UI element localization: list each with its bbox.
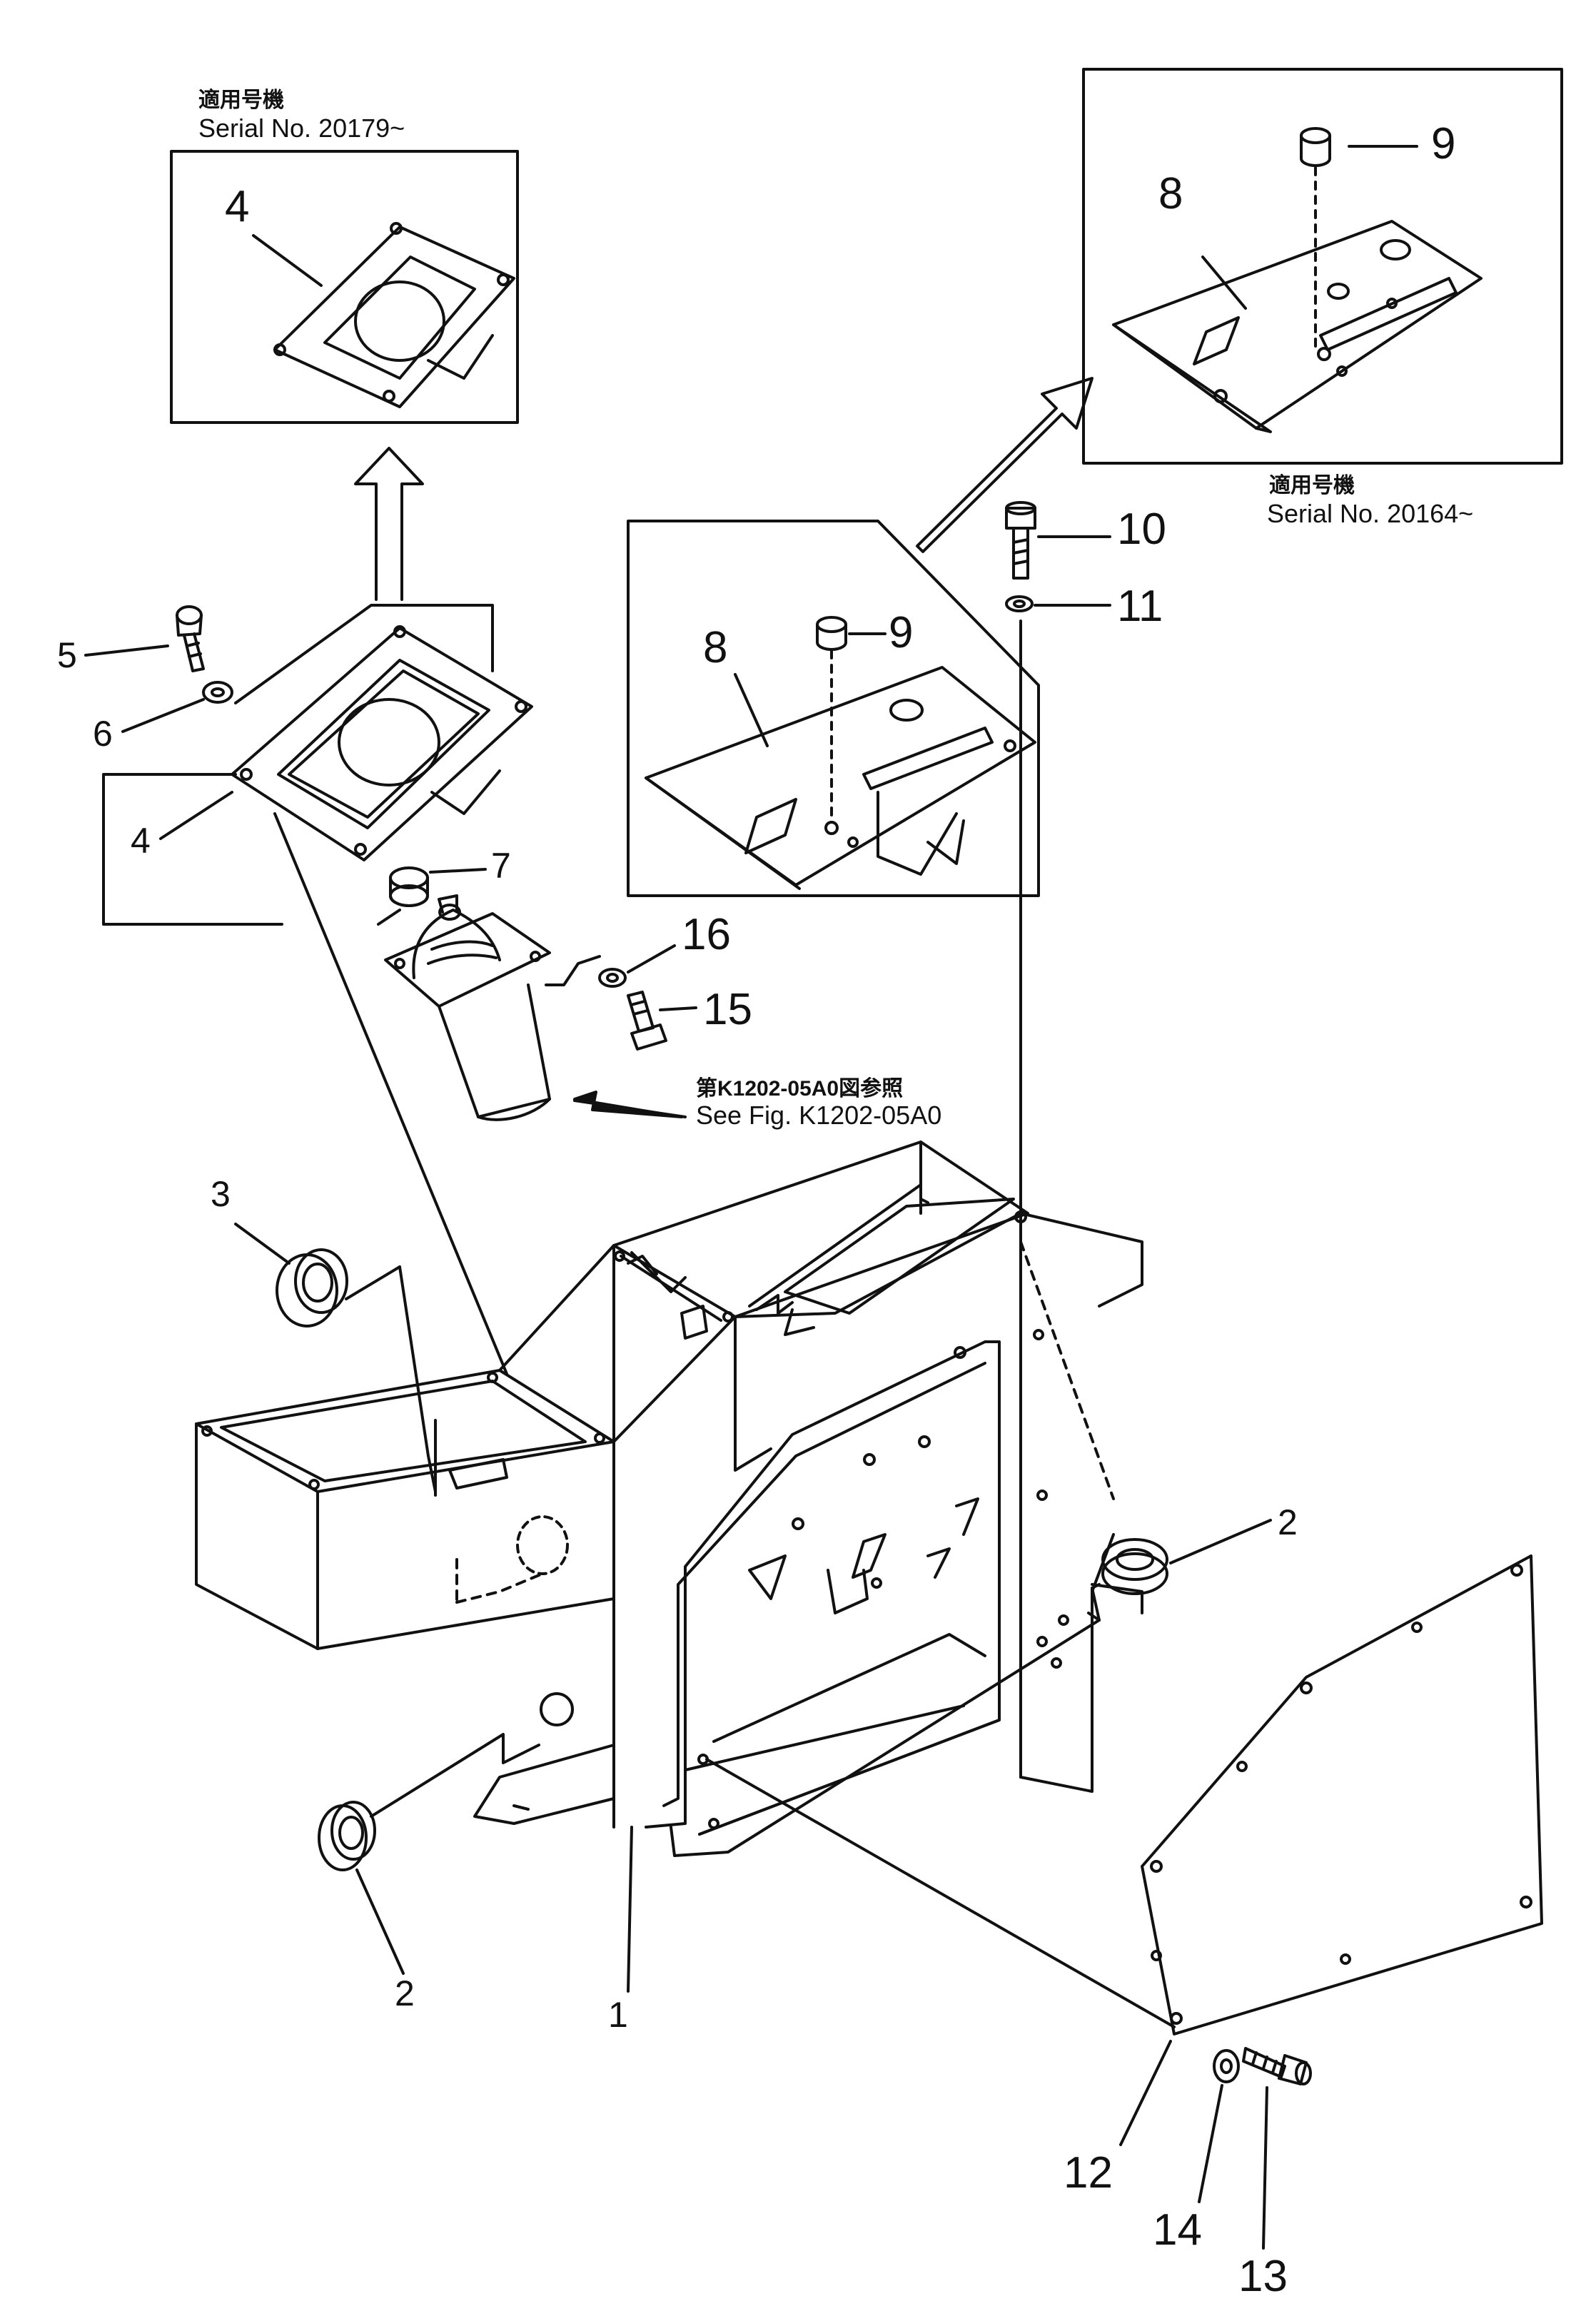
leader-3 (234, 1223, 291, 1265)
inset-left: 適用号機 Serial No. 20179~ 4 (170, 88, 519, 424)
valve-leader-zigzag (545, 955, 601, 986)
callout-2-left: 2 (395, 1973, 415, 2013)
inset-left-serial: Serial No. 20179~ (198, 113, 405, 143)
washer-14 (1213, 2049, 1240, 2083)
control-valve-assembly (384, 894, 551, 1121)
callout-3: 3 (211, 1174, 231, 1214)
grommet-7 (389, 866, 429, 907)
callout-12: 12 (1064, 2148, 1113, 2198)
plug-9 (816, 616, 847, 651)
inset-right: 8 9 適用号機 Serial No. 20164~ (1082, 68, 1563, 528)
leader-12 (1119, 2040, 1172, 2146)
grommet-2-right (1101, 1538, 1168, 1595)
axis-side-cover (705, 1758, 1176, 2028)
leader-6 (121, 698, 205, 733)
control-cover-plate (645, 666, 1036, 890)
axis-grommet-2-left (370, 1733, 540, 1818)
leader-4 (159, 791, 233, 840)
plate-group: 8 9 (627, 520, 1040, 897)
leader-16 (627, 944, 676, 974)
inset-right-callout-8: 8 (1158, 169, 1183, 218)
callout-11: 11 (1117, 582, 1163, 631)
reference-leader (573, 1099, 687, 1118)
callout-10: 10 (1117, 505, 1166, 554)
bolt-13 (1242, 2047, 1312, 2085)
leader-15 (659, 1006, 697, 1011)
callout-6: 6 (93, 714, 113, 754)
callout-16: 16 (682, 910, 731, 959)
inset-left-leader (252, 234, 323, 287)
leader-13 (1262, 2086, 1268, 2250)
leader-14 (1198, 2084, 1223, 2203)
grommet-3 (276, 1248, 348, 1328)
washer-16 (598, 968, 627, 988)
callout-2-right: 2 (1278, 1502, 1298, 1542)
washer-11-hole (1013, 600, 1026, 608)
washer-14-hole (1220, 2058, 1233, 2074)
inset-left-label-jp: 適用号機 (198, 88, 284, 112)
callout-1: 1 (608, 1995, 628, 2035)
axis-grommet-3 (345, 1265, 401, 1300)
leader-2-right (1169, 1519, 1272, 1564)
inset-left-callout-4: 4 (225, 182, 249, 231)
leader-1 (627, 1826, 633, 1993)
inset-left-frame (170, 150, 519, 424)
washer-6 (202, 681, 233, 704)
inset-right-frame (1082, 68, 1563, 465)
axis-boot-plate (273, 812, 508, 1375)
inset-right-label-jp: 適用号機 (1269, 473, 1355, 497)
console-frame (195, 1141, 1143, 1857)
arrow-to-inset-right (916, 377, 1094, 553)
bracket-top (234, 604, 494, 704)
leader-7 (429, 868, 487, 874)
callout-7: 7 (491, 846, 511, 886)
boot-plate-variant (273, 222, 515, 408)
leader-2-left (355, 1868, 405, 1975)
leader-5 (84, 644, 169, 657)
grommet-2-left (318, 1801, 376, 1871)
inset-right-serial: Serial No. 20164~ (1267, 499, 1473, 528)
arrow-to-inset-left (354, 447, 424, 601)
bracket-left (102, 773, 401, 926)
axis-grommet-3-down (398, 1265, 437, 1493)
side-cover-12 (1141, 1554, 1543, 2036)
axis-dashed-right (1019, 1240, 1115, 1500)
callout-4: 4 (131, 821, 151, 861)
callout-14: 14 (1153, 2205, 1202, 2255)
callout-15: 15 (703, 985, 752, 1034)
washer-16-hole (606, 973, 619, 983)
callout-8: 8 (703, 623, 727, 672)
reference-en: See Fig. K1202-05A0 (696, 1101, 941, 1130)
reference-jp: 第K1202-05A0図参照 (696, 1076, 903, 1101)
bolt-5 (176, 605, 205, 672)
inset-right-callout-9: 9 (1431, 119, 1455, 168)
bolt-15 (627, 991, 667, 1051)
washer-6-hole (211, 687, 225, 697)
boot-plate-4 (231, 625, 533, 861)
cover-plate-variant (1112, 220, 1483, 433)
callout-5: 5 (57, 635, 77, 675)
plate-group-frame (627, 520, 1040, 897)
callout-13: 13 (1238, 2252, 1288, 2297)
inset-right-plug (1300, 127, 1331, 167)
washer-11 (1005, 595, 1034, 612)
bolt-10 (1005, 501, 1036, 580)
callout-9: 9 (889, 608, 913, 657)
